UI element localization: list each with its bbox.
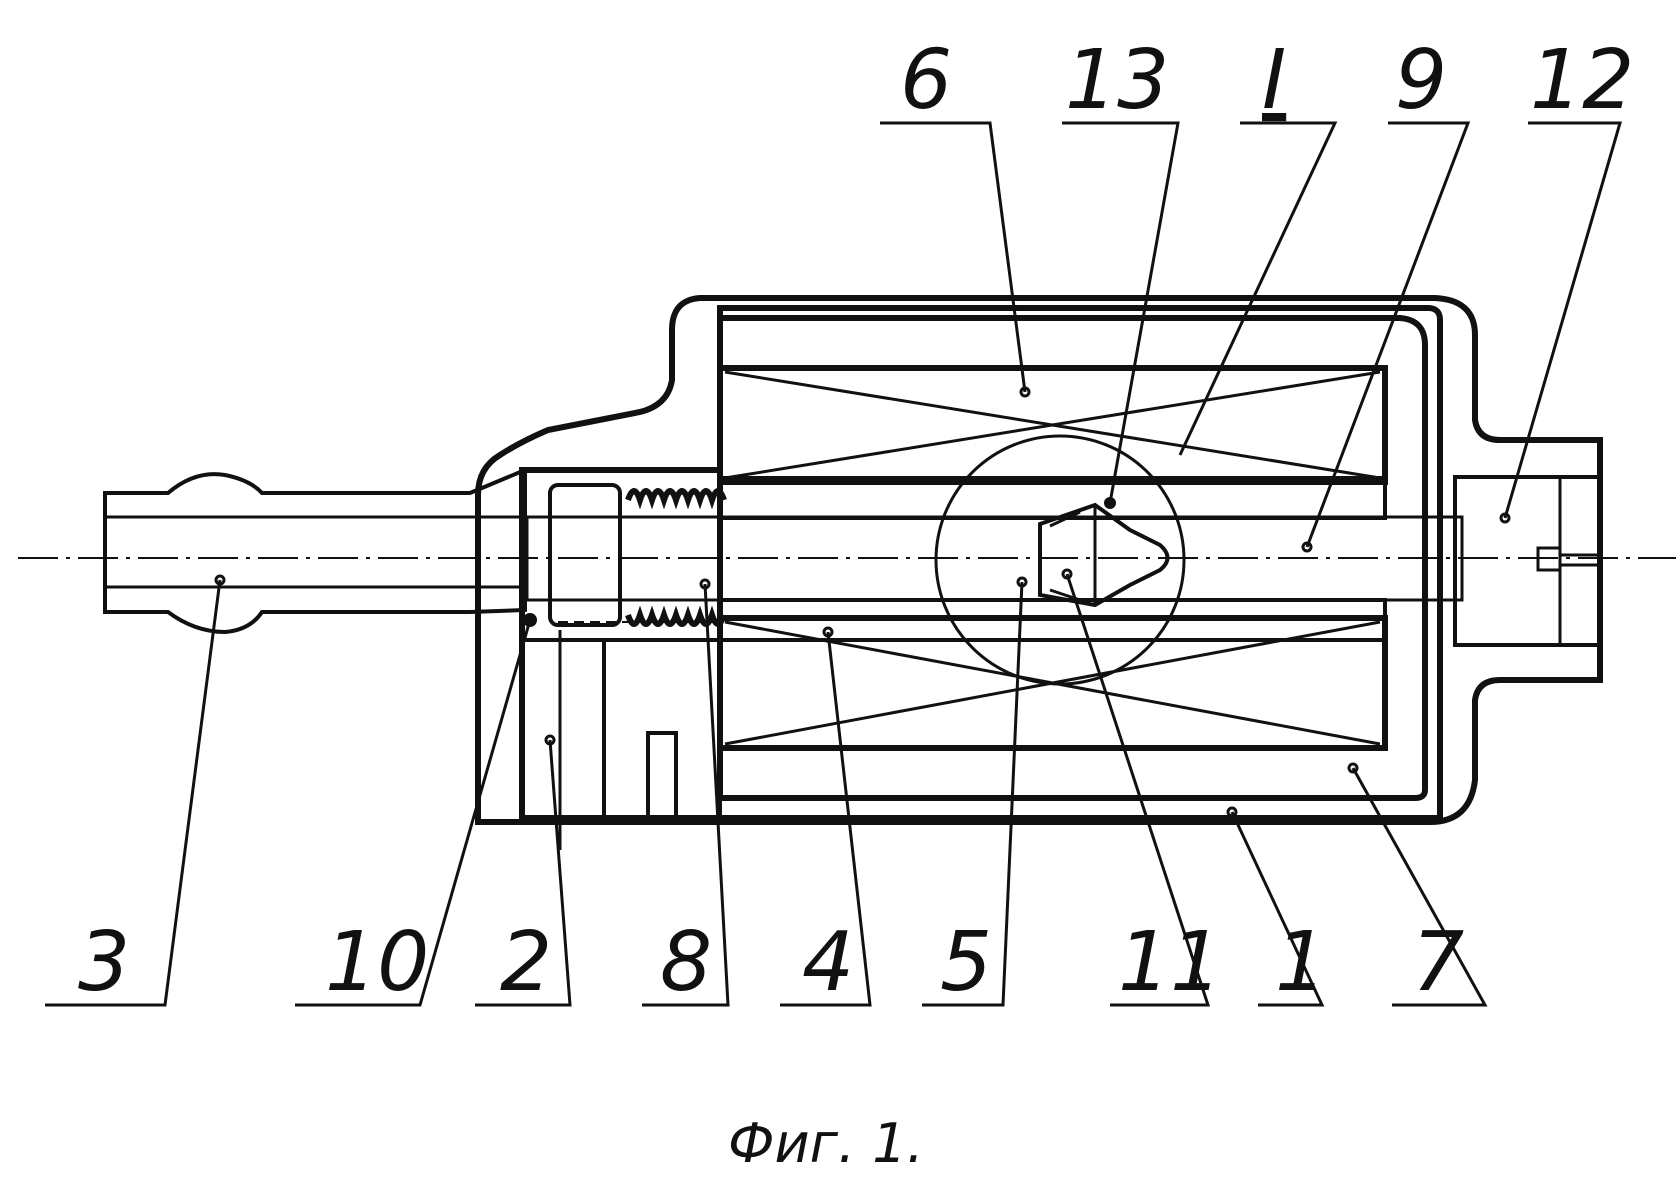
label-8: 8 [660, 915, 712, 1010]
label-9: 9 [1395, 33, 1447, 128]
label-7: 7 [1412, 915, 1464, 1010]
inlet-pipe-shell [105, 470, 525, 632]
label-5: 5 [940, 915, 992, 1010]
top-labels: 6 13 I 9 12 [900, 33, 1634, 128]
label-4: 4 [802, 915, 854, 1010]
label-section-I: I [1262, 33, 1286, 128]
end-plug [1455, 477, 1600, 645]
label-10: 10 [325, 915, 429, 1010]
spring-lower [628, 615, 724, 624]
label-6: 6 [900, 33, 952, 128]
spring-upper [628, 491, 724, 500]
bottom-labels: 3 10 2 8 4 5 11 1 7 [78, 915, 1464, 1010]
label-3: 3 [78, 915, 130, 1010]
plunger-tip [1040, 497, 1168, 605]
label-12: 12 [1530, 33, 1634, 128]
label-13: 13 [1065, 33, 1169, 128]
label-11: 11 [1118, 915, 1222, 1010]
valve-disc [550, 485, 620, 625]
leader-lines [45, 123, 1620, 1005]
inlet-bore [105, 517, 527, 587]
label-2: 2 [500, 915, 552, 1010]
figure-caption: Фиг. 1. [728, 1112, 924, 1175]
coil-upper [720, 368, 1385, 482]
detail-circle [936, 436, 1184, 684]
label-1: 1 [1275, 915, 1327, 1010]
